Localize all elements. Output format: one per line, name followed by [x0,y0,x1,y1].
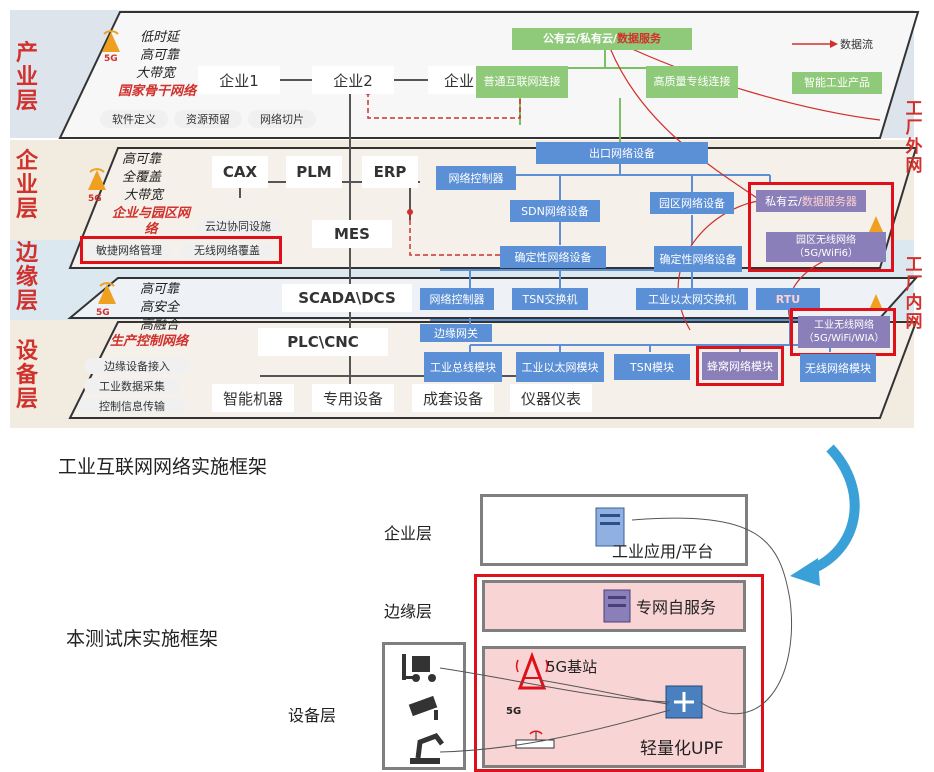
antenna-icon [869,294,883,310]
testbed-enterprise-label: 企业层 [384,524,433,543]
side-label-inside: 工厂内网 [905,255,923,332]
antenna-5g-icon [88,168,106,190]
deterministic-device-box-2: 确定性网络设备 [654,246,742,272]
plm-box: PLM [286,156,342,188]
rtu-box: RTU [756,288,820,310]
private-line-box: 高质量专线连接 [646,66,738,98]
pill-software-defined: 软件定义 [100,110,168,128]
pill-edge-access: 边缘设备接入 [84,358,190,374]
private-cloud-frame [748,182,894,272]
transition-arrow-icon [790,444,860,586]
attr-secure: 高安全 [140,300,180,315]
layer-label-device: 设备层 [15,339,38,412]
attr-integration: 高融合 [140,318,180,333]
pill-wireless-coverage: 无线网络覆盖 [180,242,274,258]
mes-box: MES [312,220,392,248]
highlight-frame [80,236,282,264]
industrial-ethernet-switch-box: 工业以太网交换机 [636,288,748,310]
tsn-module-box: TSN模块 [614,354,690,380]
upf-label: 轻量化UPF [640,739,724,759]
server-icon [603,589,631,623]
antenna-5g-icon [102,30,120,52]
fiveg-label: 5G [506,706,522,717]
industrial-wireless-box: 工业无线网络（5G/WiFi/WIA） [798,316,890,348]
pill-control-transmission: 控制信息传输 [78,398,186,414]
tsn-switch-box: TSN交换机 [512,288,588,310]
company-box: 企业2 [312,66,394,94]
server-icon [595,507,625,547]
forklift-icon [402,654,436,682]
testbed-edge-label: 边缘层 [384,602,433,621]
smart-product-box: 智能工业产品 [792,72,882,94]
exit-network-device: 出口网络设备 [536,142,708,164]
layer-label-industry: 产业层 [15,41,38,114]
side-label-outside: 工厂外网 [905,99,923,176]
robot-arm-icon [410,733,444,764]
network-controller-box: 网络控制器 [436,166,516,190]
attr-reliable: 高可靠 [122,152,162,167]
scada-dcs-box: SCADA\DCS [282,284,412,312]
legend-dataflow: 数据流 [840,38,873,51]
fiveg-badge: 5G [96,308,110,318]
base-station-label: 5G基站 [546,658,598,676]
attr-reliable: 高可靠 [140,282,180,297]
fiveg-badge: 5G [104,54,118,64]
edge-network-controller-box: 网络控制器 [420,288,494,310]
attr-bandwidth: 大带宽 [136,66,176,81]
park-network-device-box: 园区网络设备 [650,192,734,214]
upf-router-icon [665,685,703,719]
fiveg-badge: 5G [88,194,102,204]
pill-cloud-edge: 云边协同设施 [196,218,280,234]
bus-module-box: 工业总线模块 [424,352,502,382]
caption-top-framework: 工业互联网网络实施框架 [58,456,268,478]
national-network-label: 国家骨干网络 [118,84,197,99]
testbed-device-label: 设备层 [288,706,337,725]
internet-connection-box: 普通互联网连接 [476,66,568,98]
attr-low-latency: 低时延 [140,30,180,45]
public-private-cloud-box: 公有云/私有云/数据服务 [512,28,692,50]
caption-testbed-framework: 本测试床实施框架 [66,628,219,650]
cellular-module-frame [696,346,784,386]
attr-coverage: 全覆盖 [122,170,162,185]
attr-bandwidth: 大带宽 [124,188,164,203]
sdn-device-box: SDN网络设备 [510,200,600,222]
pill-resource-reserve: 资源预留 [174,110,242,128]
cpe-router-icon [515,730,555,749]
pill-agile-management: 敏捷网络管理 [86,242,172,258]
deterministic-device-box: 确定性网络设备 [500,246,606,268]
private-cloud-server-box: 私有云/数据服务器 [756,190,866,212]
antenna-icon [869,216,883,232]
antenna-5g-icon [98,282,116,304]
pill-data-collection: 工业数据采集 [84,378,180,394]
enterprise-park-network-label: 企业与园区网络 [111,206,190,237]
edge-gateway-box: 边缘网关 [420,324,492,342]
special-equipment-box: 专用设备 [312,384,394,412]
cellular-module-box: 蜂窝网络模块 [702,352,778,380]
layer-label-enterprise: 企业层 [15,149,38,222]
production-control-label: 生产控制网络 [110,334,189,349]
industrial-app-label: 工业应用/平台 [612,542,714,561]
park-wireless-box: 园区无线网络（5G/WiFi6） [766,232,886,262]
layer-label-edge: 边缘层 [15,241,38,314]
base-station-icon [515,652,549,690]
plc-cnc-box: PLC\CNC [258,328,388,356]
private-service-label: 专网自服务 [636,598,717,617]
testbed-connections [439,517,792,753]
ethernet-module-box: 工业以太网模块 [516,352,604,382]
erp-box: ERP [362,156,418,188]
attr-reliable: 高可靠 [140,48,180,63]
company-box: 企业1 [198,66,280,94]
wireless-module-box: 无线网络模块 [800,354,876,382]
instrument-box: 仪器仪表 [510,384,592,412]
camera-icon [408,695,438,720]
cax-box: CAX [212,156,268,188]
smart-machine-box: 智能机器 [212,384,294,412]
complete-equipment-box: 成套设备 [412,384,494,412]
pill-network-slicing: 网络切片 [248,110,316,128]
